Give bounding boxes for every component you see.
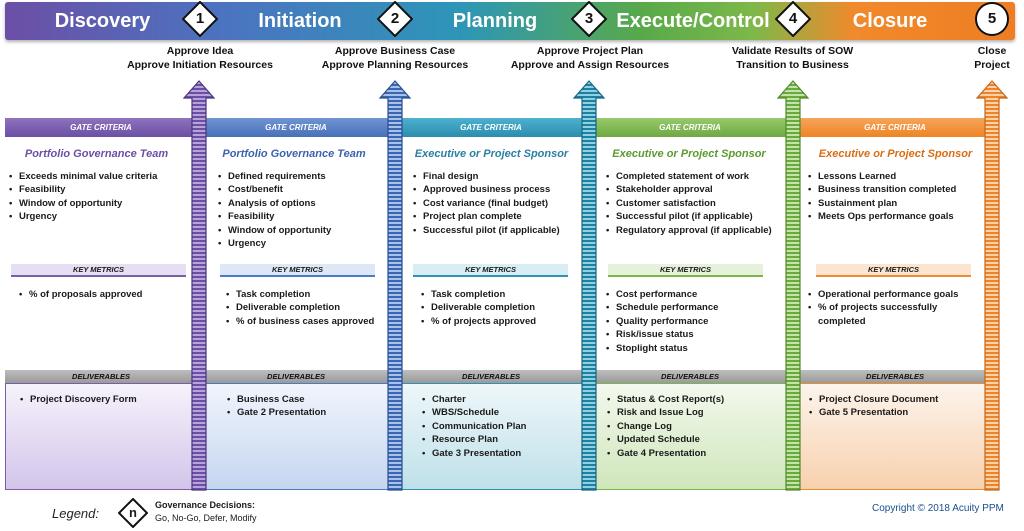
- column-execute-control: GATE CRITERIA Executive or Project Spons…: [590, 118, 790, 490]
- phase-discovery: Discovery: [54, 10, 151, 32]
- column-initiation: GATE CRITERIA Portfolio Governance Team …: [200, 118, 392, 490]
- metrics-list: % of proposals approved: [19, 288, 189, 302]
- gate-criteria-header: GATE CRITERIA: [5, 118, 197, 137]
- column-closure: GATE CRITERIA Executive or Project Spons…: [794, 118, 996, 490]
- criteria-list: Completed statement of work Stakeholder …: [606, 170, 784, 237]
- criteria-list: Final design Approved business process C…: [413, 170, 585, 237]
- gate-criteria-header: GATE CRITERIA: [794, 118, 996, 137]
- gate-1-arrow: [183, 80, 215, 491]
- deliverables-header: DELIVERABLES: [200, 370, 392, 383]
- phase-banner: Discovery Initiation Planning Execute/Co…: [5, 2, 1015, 40]
- team-title: Executive or Project Sponsor: [818, 148, 973, 160]
- gate-criteria-header: GATE CRITERIA: [395, 118, 587, 137]
- deliverables-list: Project Discovery Form: [20, 393, 190, 407]
- deliverables-list: Project Closure Document Gate 5 Presenta…: [809, 393, 984, 420]
- gate-5-arrow: [976, 80, 1008, 491]
- legend-title: Governance Decisions:: [155, 500, 256, 510]
- key-metrics-header: KEY METRICS: [11, 264, 186, 277]
- phase-execute-control: Execute/Control: [616, 10, 770, 32]
- team-title: Executive or Project Sponsor: [414, 148, 569, 160]
- legend-label: Legend:: [52, 506, 99, 521]
- column-discovery: GATE CRITERIA Portfolio Governance Team …: [5, 118, 197, 490]
- team-title: Portfolio Governance Team: [24, 148, 169, 160]
- deliverables-box: Charter WBS/Schedule Communication Plan …: [395, 383, 587, 490]
- gate-4-approvals: Validate Results of SOW Transition to Bu…: [731, 45, 854, 71]
- gate-4-diamond: 4: [775, 1, 811, 37]
- deliverables-box: Status & Cost Report(s) Risk and Issue L…: [590, 383, 790, 490]
- legend-diamond-icon: n: [117, 497, 149, 529]
- key-metrics-header: KEY METRICS: [608, 264, 763, 277]
- gate-criteria-header: GATE CRITERIA: [590, 118, 790, 137]
- legend-description: Go, No-Go, Defer, Modify: [155, 513, 257, 523]
- gate-2-approvals: Approve Business Case Approve Planning R…: [321, 45, 469, 71]
- gate-3-arrow: [573, 80, 605, 491]
- key-metrics-header: KEY METRICS: [220, 264, 375, 277]
- criteria-list: Defined requirements Cost/benefit Analys…: [218, 170, 390, 251]
- phase-initiation: Initiation: [258, 10, 342, 32]
- gate-5-circle: 5: [974, 1, 1010, 37]
- gate-1-diamond: 1: [182, 1, 218, 37]
- metrics-list: Task completion Deliverable completion %…: [421, 288, 581, 329]
- criteria-list: Lessons Learned Business transition comp…: [808, 170, 990, 224]
- deliverables-box: Project Discovery Form: [5, 383, 197, 490]
- gate-4-arrow: [777, 80, 809, 491]
- copyright: Copyright © 2018 Acuity PPM: [872, 503, 1004, 514]
- deliverables-list: Business Case Gate 2 Presentation: [227, 393, 387, 420]
- key-metrics-header: KEY METRICS: [413, 264, 568, 277]
- gate-2-arrow: [379, 80, 411, 491]
- deliverables-list: Charter WBS/Schedule Communication Plan …: [422, 393, 582, 460]
- key-metrics-header: KEY METRICS: [816, 264, 971, 277]
- criteria-list: Exceeds minimal value criteria Feasibili…: [9, 170, 189, 224]
- gate-5-approvals: Close Project: [974, 45, 1010, 71]
- gate-criteria-header: GATE CRITERIA: [200, 118, 392, 137]
- team-title: Portfolio Governance Team: [222, 148, 366, 160]
- deliverables-header: DELIVERABLES: [395, 370, 587, 383]
- phase-closure: Closure: [852, 10, 928, 32]
- metrics-list: Task completion Deliverable completion %…: [226, 288, 386, 329]
- phase-planning: Planning: [452, 10, 538, 32]
- gate-2-diamond: 2: [377, 1, 413, 37]
- gate-3-approvals: Approve Project Plan Approve and Assign …: [510, 45, 670, 71]
- deliverables-box: Business Case Gate 2 Presentation: [200, 383, 392, 490]
- deliverables-header: DELIVERABLES: [5, 370, 197, 383]
- deliverables-header: DELIVERABLES: [590, 370, 790, 383]
- metrics-list: Operational performance goals % of proje…: [808, 288, 983, 328]
- team-title: Executive or Project Sponsor: [612, 148, 766, 160]
- gate-1-approvals: Approve Idea Approve Initiation Resource…: [127, 45, 273, 71]
- deliverables-list: Status & Cost Report(s) Risk and Issue L…: [607, 393, 777, 460]
- deliverables-box: Project Closure Document Gate 5 Presenta…: [794, 383, 996, 490]
- deliverables-header: DELIVERABLES: [794, 370, 996, 383]
- metrics-list: Cost performance Schedule performance Qu…: [606, 288, 776, 355]
- column-planning: GATE CRITERIA Executive or Project Spons…: [395, 118, 587, 490]
- gate-3-diamond: 3: [571, 1, 607, 37]
